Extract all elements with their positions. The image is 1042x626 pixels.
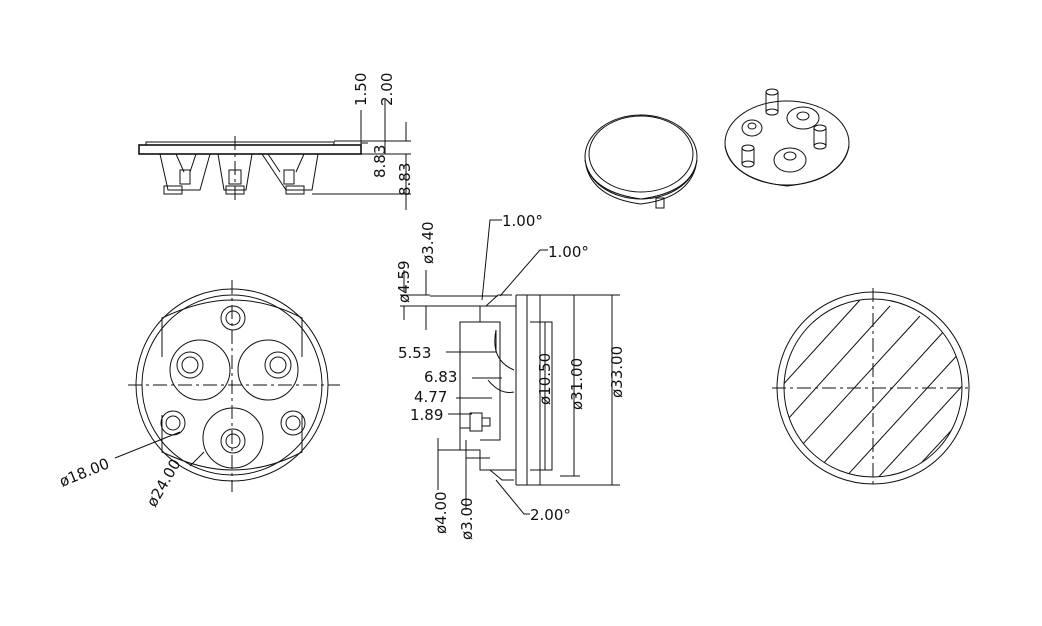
dim-8-83-a: 8.83 [371,145,389,178]
front-view [114,280,340,492]
section-view [400,219,620,515]
dim-1-50: 1.50 [352,73,370,106]
dim-dia-33-00: ø33.00 [608,346,626,398]
dim-8-83-b: 8.83 [396,163,414,196]
dim-dia-24-00: ø24.00 [143,456,185,510]
dim-angle-1-00-b: 1.00° [548,243,589,261]
side-view [138,100,411,210]
dim-dia-31-00: ø31.00 [568,358,586,410]
isometric-views [584,88,850,209]
dim-5-53: 5.53 [398,344,431,362]
cover-view [772,288,972,488]
dim-dia-10-50: ø10.50 [536,353,554,405]
dim-dia-4-59: ø4.59 [395,260,413,303]
dim-6-83: 6.83 [424,368,457,386]
dim-1-89: 1.89 [410,406,443,424]
dim-angle-2-00: 2.00° [530,506,571,524]
dim-dia-3-40: ø3.40 [419,221,437,264]
dim-4-77: 4.77 [414,388,447,406]
dim-2-00: 2.00 [378,73,396,106]
dim-angle-1-00-a: 1.00° [502,212,543,230]
dim-dia-4-00: ø4.00 [432,491,450,534]
dim-dia-18-00: ø18.00 [57,454,112,490]
dim-dia-3-00: ø3.00 [458,497,476,540]
